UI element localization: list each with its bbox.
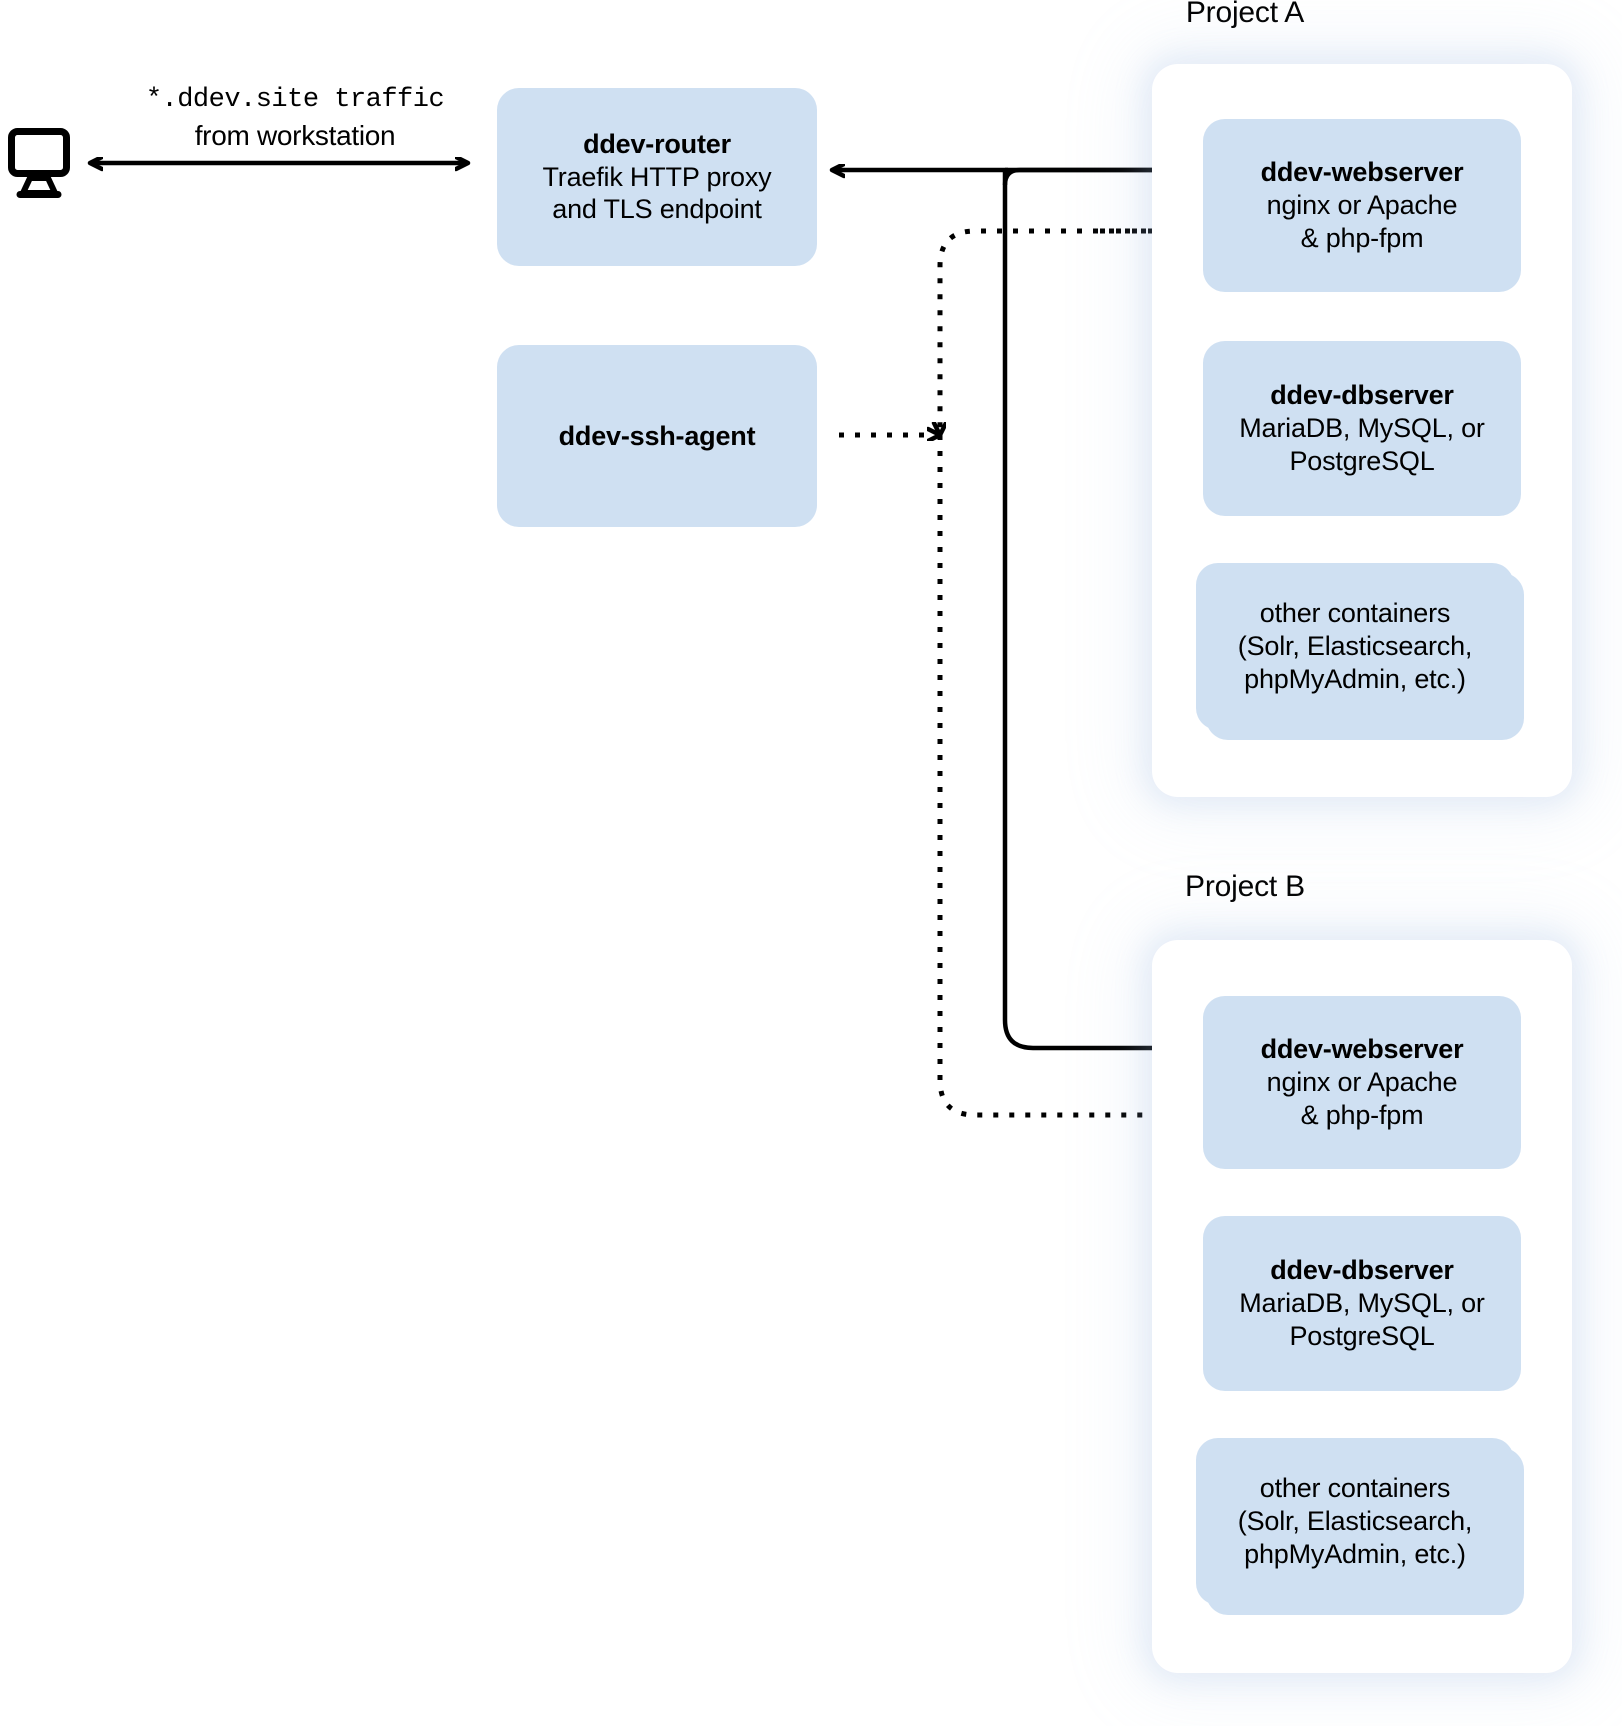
node-ddev-router[interactable]: ddev-router Traefik HTTP proxy and TLS e… xyxy=(497,88,817,266)
edge-router-projectA-webserver xyxy=(832,170,1178,186)
traffic-label-line1: *.ddev.site traffic xyxy=(145,85,445,115)
project-a-node-other-containers[interactable]: other containers (Solr, Elasticsearch, p… xyxy=(1196,563,1524,740)
project-a-other-line2: (Solr, Elasticsearch, xyxy=(1237,631,1473,662)
project-b-node-other-containers[interactable]: other containers (Solr, Elasticsearch, p… xyxy=(1196,1438,1524,1615)
project-b-node-ddev-webserver[interactable]: ddev-webserver nginx or Apache & php-fpm xyxy=(1203,996,1521,1169)
project-a-webserver-sub-line2: & php-fpm xyxy=(1300,222,1424,253)
project-b-webserver-title: ddev-webserver xyxy=(1260,1034,1464,1065)
project-a-dbserver-sub-line1: MariaDB, MySQL, or xyxy=(1239,413,1485,444)
project-a-label: Project A xyxy=(1185,0,1305,29)
project-a-webserver-sub-line1: nginx or Apache xyxy=(1266,190,1458,221)
project-a-webserver-title: ddev-webserver xyxy=(1260,157,1464,188)
edge-sshagent-projectA-webserver xyxy=(940,228,1178,435)
project-a-other-line1: other containers xyxy=(1259,598,1451,629)
project-b-webserver-sub-line1: nginx or Apache xyxy=(1266,1067,1458,1098)
project-b-dbserver-sub-line2: PostgreSQL xyxy=(1289,1320,1435,1351)
project-a-node-ddev-webserver[interactable]: ddev-webserver nginx or Apache & php-fpm xyxy=(1203,119,1521,292)
ddev-ssh-agent-title: ddev-ssh-agent xyxy=(558,420,756,451)
project-b-dbserver-sub-line1: MariaDB, MySQL, or xyxy=(1239,1288,1485,1319)
traffic-label: *.ddev.site traffic from workstation xyxy=(100,84,490,153)
project-b-other-line3: phpMyAdmin, etc.) xyxy=(1244,1538,1466,1569)
project-a-dbserver-title: ddev-dbserver xyxy=(1270,380,1454,411)
project-b-webserver-sub-line2: & php-fpm xyxy=(1300,1099,1424,1130)
project-b-node-ddev-dbserver[interactable]: ddev-dbserver MariaDB, MySQL, or Postgre… xyxy=(1203,1216,1521,1391)
desktop-monitor-icon xyxy=(8,128,70,205)
ddev-router-subtitle-line1: Traefik HTTP proxy xyxy=(542,161,772,192)
node-ddev-ssh-agent[interactable]: ddev-ssh-agent xyxy=(497,345,817,527)
project-b-dbserver-title: ddev-dbserver xyxy=(1270,1255,1454,1286)
project-a-dbserver-sub-line2: PostgreSQL xyxy=(1289,445,1435,476)
project-a-other-line3: phpMyAdmin, etc.) xyxy=(1244,663,1466,694)
project-b-other-line1: other containers xyxy=(1259,1473,1451,1504)
project-a-node-ddev-dbserver[interactable]: ddev-dbserver MariaDB, MySQL, or Postgre… xyxy=(1203,341,1521,516)
project-b-other-line2: (Solr, Elasticsearch, xyxy=(1237,1506,1473,1537)
traffic-label-line2: from workstation xyxy=(194,119,396,151)
ddev-router-subtitle-line2: and TLS endpoint xyxy=(552,194,762,225)
ddev-router-title: ddev-router xyxy=(583,128,731,159)
edge-sshagent-projectB-webserver xyxy=(937,435,1178,1115)
project-b-label: Project B xyxy=(1185,870,1305,903)
